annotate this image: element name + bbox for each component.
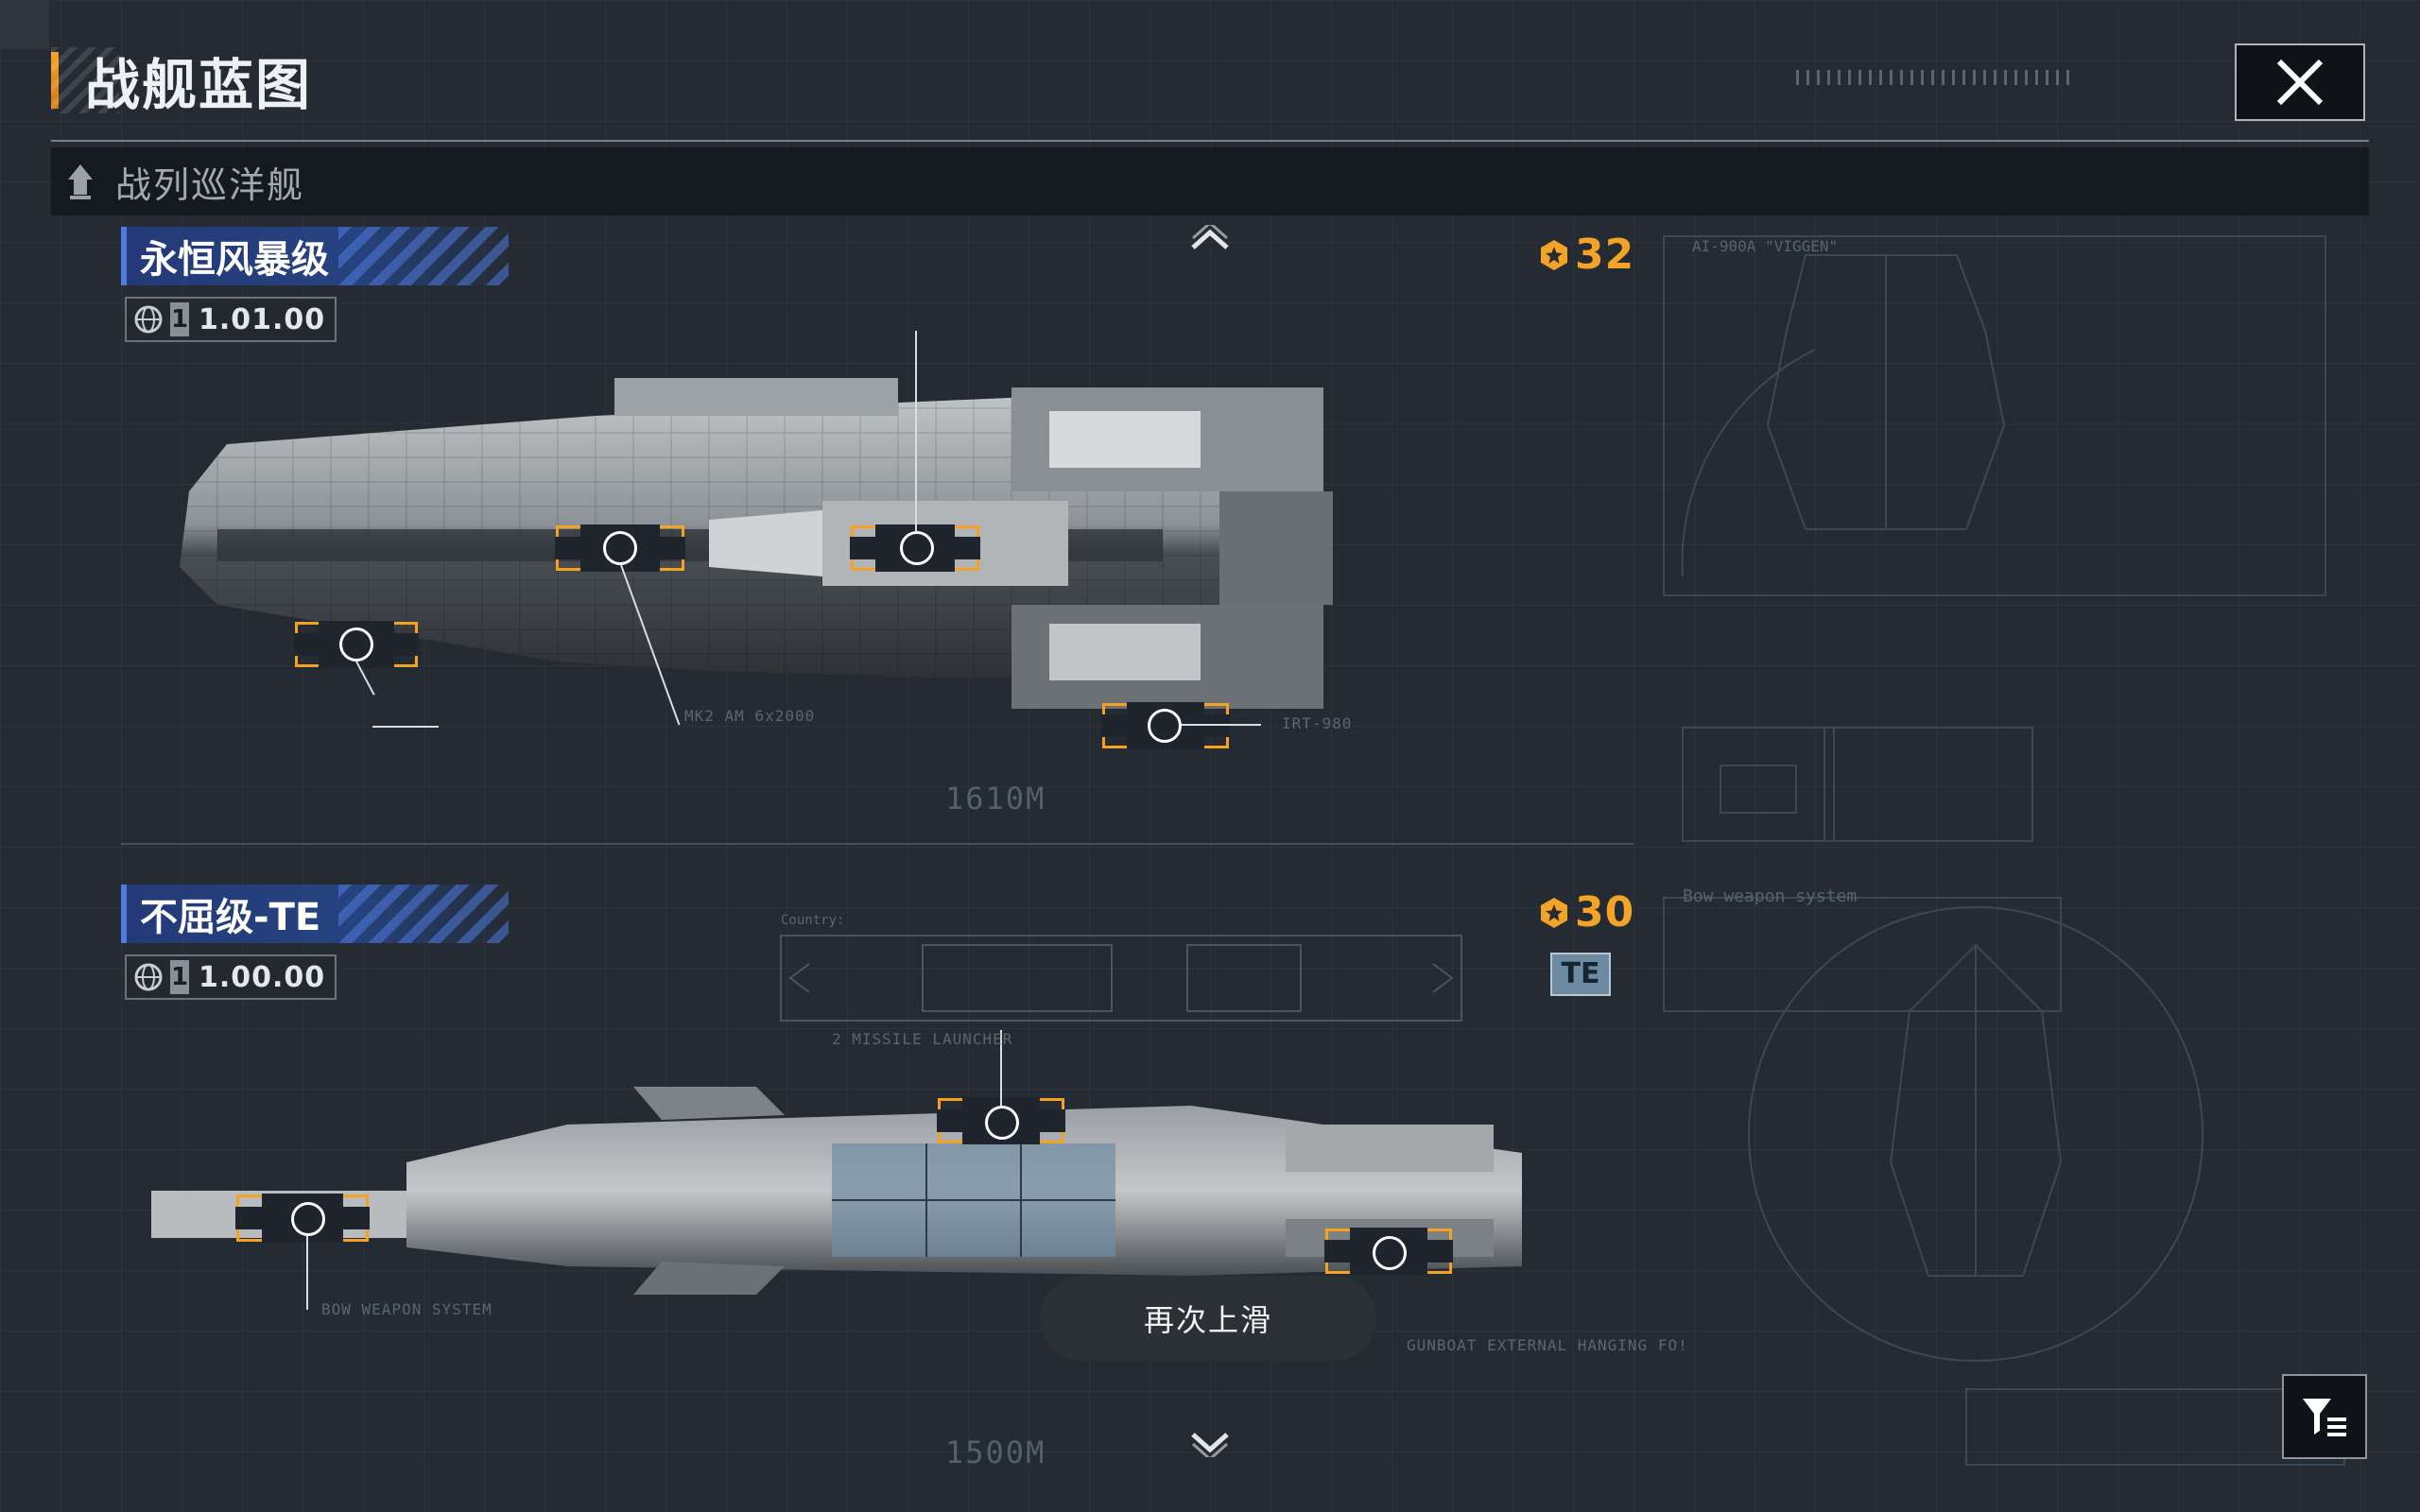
section-divider	[121, 843, 1634, 845]
version-level: 1	[170, 302, 189, 336]
version-badge-2: 1 1.00.00	[125, 954, 337, 1000]
hardpoint-label: BOW WEAPON SYSTEM	[321, 1300, 493, 1318]
decorative-ticks	[1796, 70, 2070, 85]
page-header: 战舰蓝图	[51, 47, 312, 117]
hardpoint-hotspot[interactable]	[1373, 1236, 1407, 1270]
leader-line	[372, 726, 439, 728]
header-divider	[51, 140, 2369, 142]
blueprint-diagram-bottom: Bow weapon system	[1663, 886, 2345, 1466]
leader-line	[306, 1236, 308, 1310]
ship-name: 永恒风暴级	[140, 238, 329, 282]
category-label: 战列巡洋舰	[115, 163, 305, 206]
hardpoint-hotspot[interactable]	[1148, 709, 1182, 743]
globe-gear-icon	[134, 963, 163, 991]
ship-name-bar-1[interactable]: 永恒风暴级	[121, 227, 509, 285]
ship-name-bar-2[interactable]: 不屈级-TE	[121, 885, 509, 943]
filter-icon	[2303, 1399, 2346, 1436]
chevron-down-icon[interactable]	[1189, 1431, 1231, 1457]
leader-line	[1182, 724, 1261, 726]
hardpoint-hotspot[interactable]	[291, 1202, 325, 1236]
corner-mark	[0, 0, 49, 49]
version-level: 1	[170, 960, 189, 994]
hotspot-bracket	[937, 1097, 1065, 1144]
ship-length: 1500M	[945, 1435, 1046, 1470]
toast-text: 再次上滑	[1143, 1302, 1272, 1338]
te-tag: TE	[1550, 953, 1611, 996]
power-value: 32	[1575, 231, 1635, 279]
globe-gear-icon	[134, 305, 163, 334]
power-rating-2: 30	[1537, 888, 1634, 936]
version-text: 1.00.00	[199, 960, 326, 994]
hardpoint-hotspot[interactable]	[339, 627, 373, 662]
ship-name: 不屈级-TE	[140, 896, 321, 939]
power-icon	[1541, 897, 1567, 928]
leader-line	[915, 331, 917, 531]
hardpoint-hotspot[interactable]	[985, 1106, 1019, 1140]
leader-line	[1000, 1030, 1002, 1106]
title-accent-bar	[51, 52, 59, 109]
filter-button[interactable]	[2282, 1374, 2367, 1459]
blueprint-label: AI-900A "VIGGEN"	[1692, 237, 1838, 255]
ship-model-eternal-storm[interactable]	[180, 359, 1598, 718]
power-icon	[1541, 239, 1567, 270]
version-badge-1: 1 1.01.00	[125, 297, 337, 342]
hardpoint-label: IRT-980	[1282, 714, 1353, 732]
name-bar-stripes	[338, 227, 509, 285]
hardpoint-label: MK2 AM 6x2000	[684, 707, 816, 725]
page-title: 战舰蓝图	[85, 53, 313, 117]
hardpoint-hotspot[interactable]	[603, 531, 637, 565]
category-bar[interactable]: 战列巡洋舰	[51, 147, 2369, 215]
power-rating-1: 32	[1537, 231, 1634, 279]
hardpoint-label: 2 MISSILE LAUNCHER	[832, 1030, 1013, 1048]
close-button[interactable]	[2235, 43, 2365, 121]
blueprint-diagram-top: AI-900A "VIGGEN"	[1663, 235, 2326, 842]
blueprint-label: Country:	[781, 913, 844, 928]
ship-length: 1610M	[945, 781, 1046, 816]
power-value: 30	[1575, 888, 1635, 936]
swipe-hint-toast: 再次上滑	[1040, 1276, 1376, 1361]
ship-class-icon	[68, 164, 93, 199]
close-icon	[2276, 59, 2324, 106]
hardpoint-label: GUNBOAT EXTERNAL HANGING FO!	[1407, 1336, 1688, 1354]
blueprint-diagram-mini: Country:	[780, 913, 1462, 1022]
chevron-up-icon[interactable]	[1189, 225, 1231, 251]
title-stripes	[51, 47, 119, 113]
hardpoint-hotspot[interactable]	[900, 531, 934, 565]
name-bar-stripes	[338, 885, 509, 943]
blueprint-label: Bow weapon system	[1683, 886, 1857, 906]
version-text: 1.01.00	[199, 302, 326, 336]
